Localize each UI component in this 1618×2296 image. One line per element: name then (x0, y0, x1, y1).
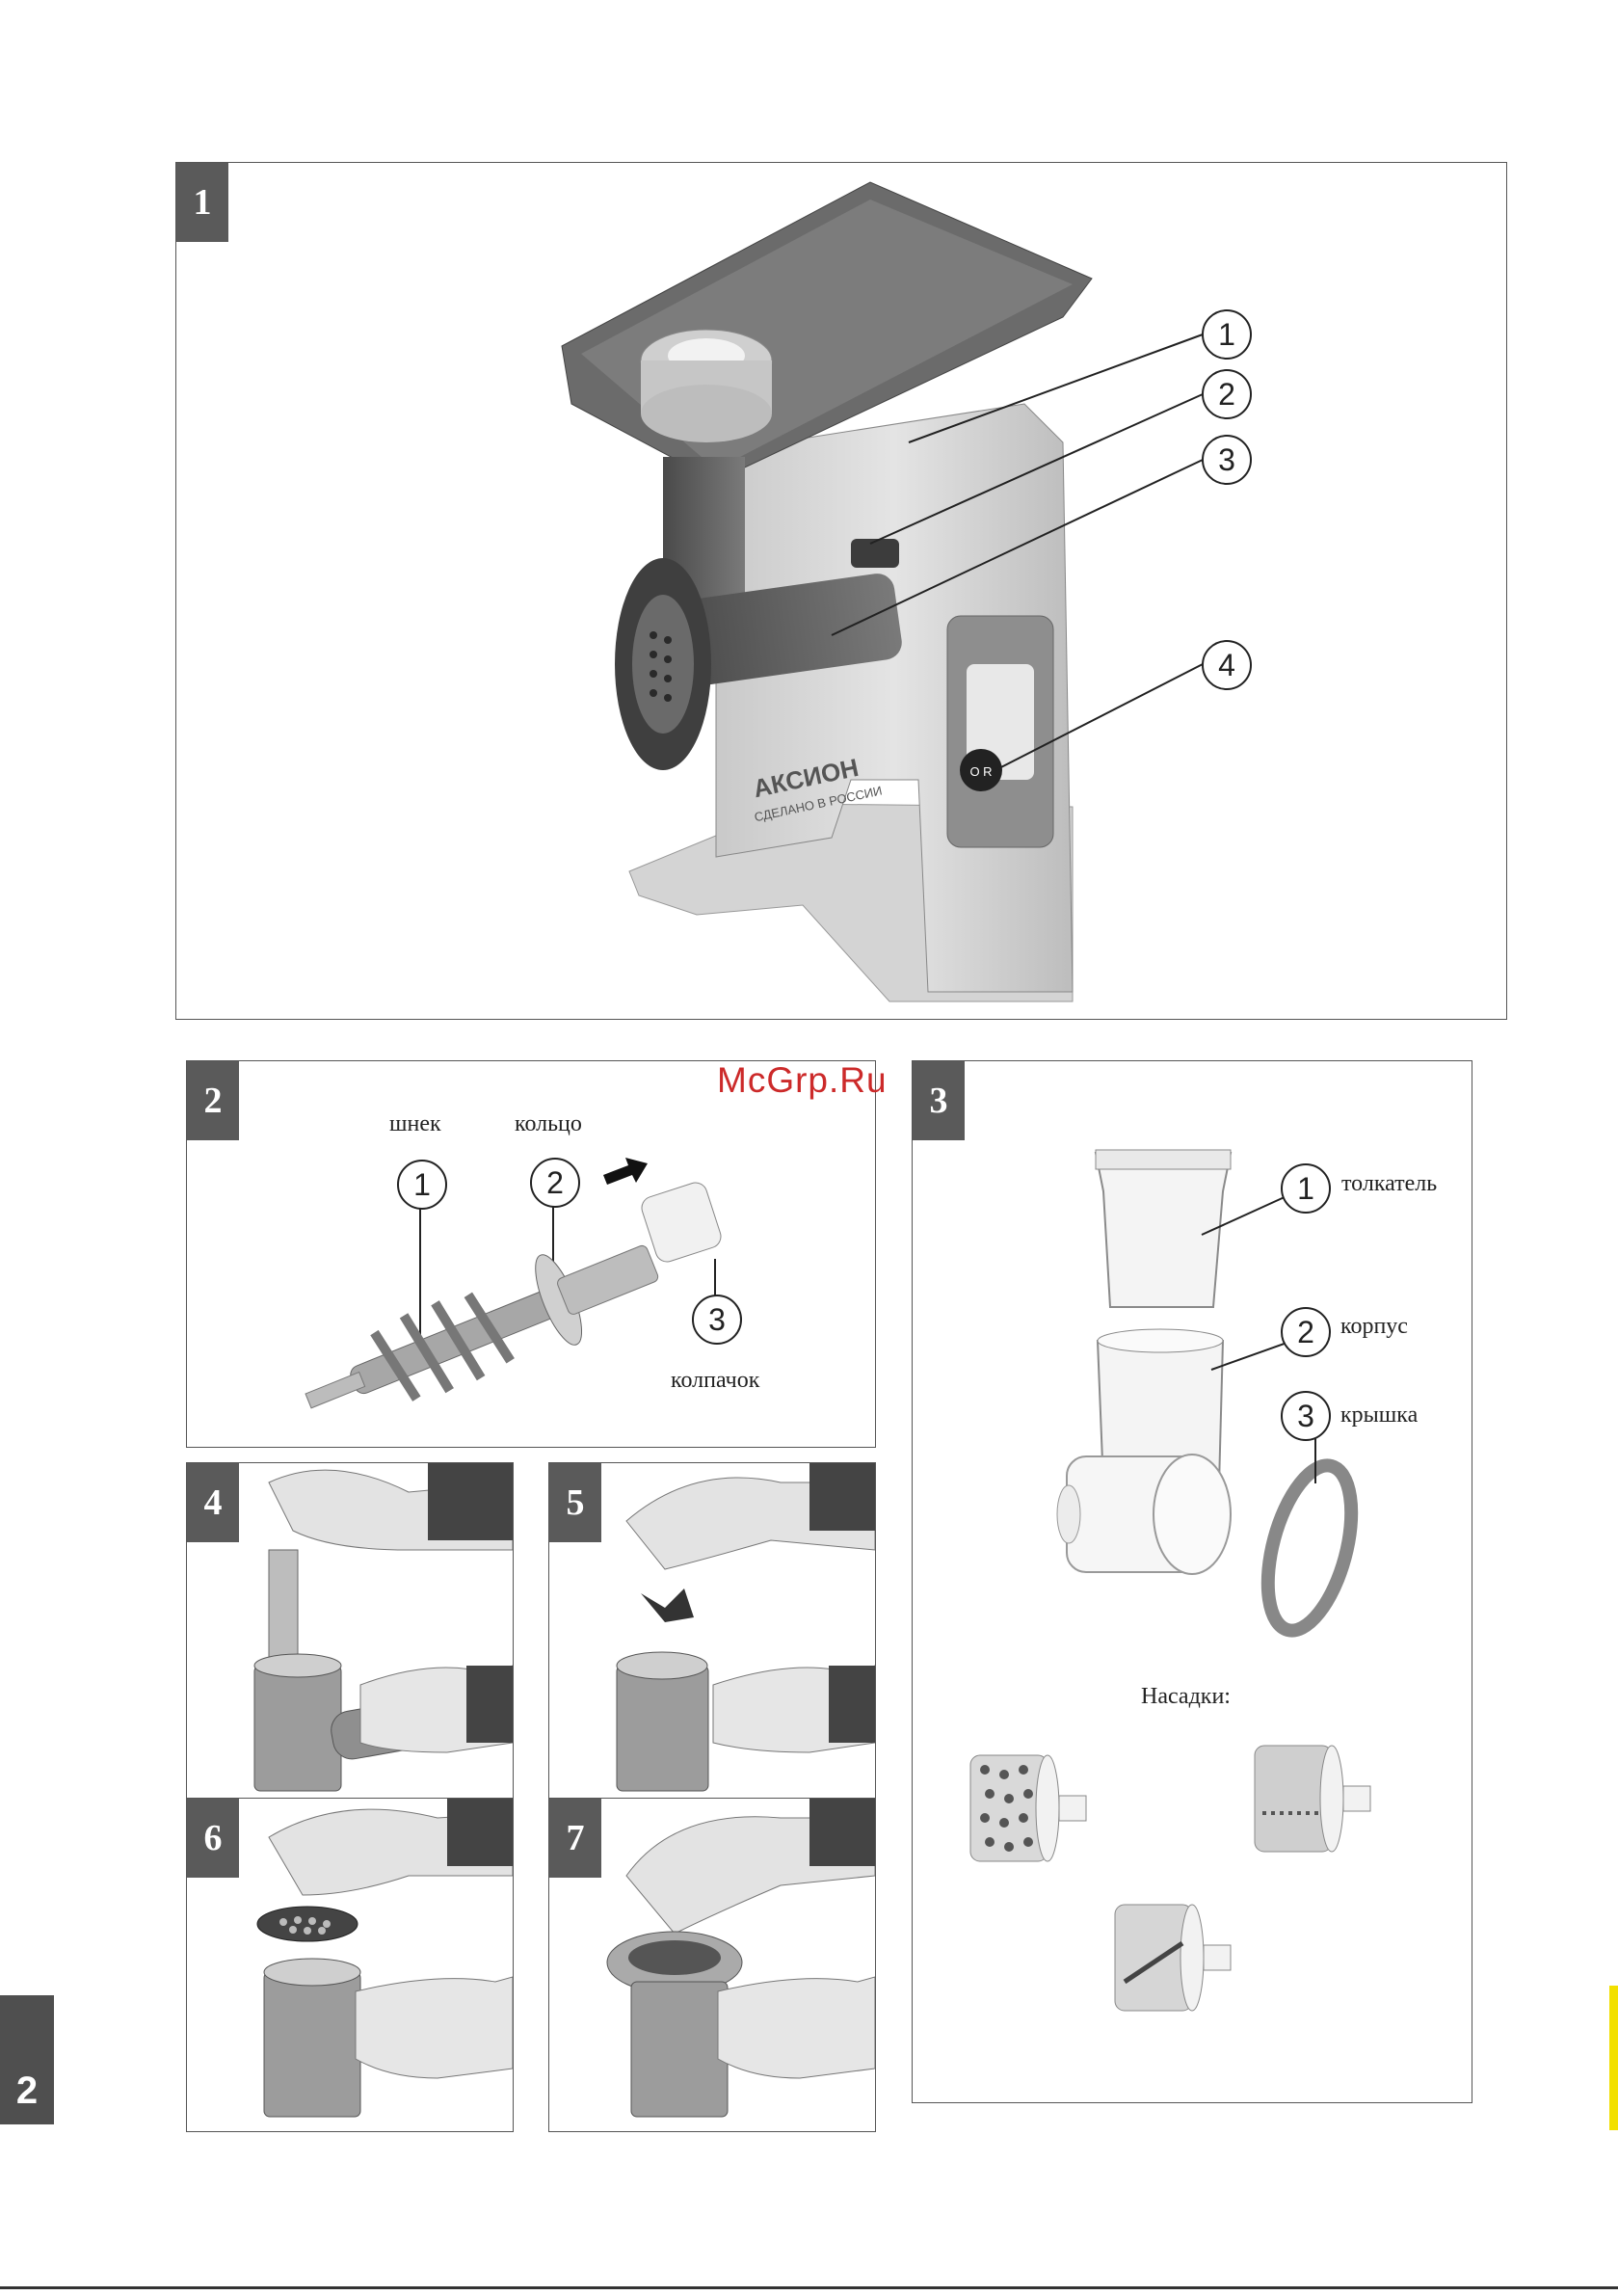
callout-1: 1 (397, 1160, 447, 1210)
bottom-rule (0, 2286, 1618, 2289)
step-number: 6 (187, 1799, 239, 1878)
callout-1: 1 (1281, 1163, 1331, 1214)
figure-number: 3 (913, 1061, 965, 1140)
auger-illustration (187, 1061, 875, 1447)
callout-3: 3 (1202, 435, 1252, 485)
callout-2: 2 (1202, 369, 1252, 419)
callout-3: 3 (692, 1295, 742, 1345)
label-lid: крышка (1340, 1402, 1418, 1428)
figure-2-panel: 2 шнек кольцо колпачок 1 2 3 (186, 1060, 876, 1448)
callout-4: 4 (1202, 640, 1252, 690)
callout-2: 2 (530, 1158, 580, 1208)
figure-1-panel: 1 О R (175, 162, 1507, 1020)
figure-number: 2 (187, 1061, 239, 1140)
callout-3: 3 (1281, 1391, 1331, 1441)
label-pusher: толкатель (1341, 1171, 1437, 1197)
callout-1: 1 (1202, 309, 1252, 360)
page-number: 2 (0, 1995, 54, 2124)
step-number: 5 (549, 1463, 601, 1542)
step-5-panel: 5 (548, 1462, 876, 1802)
step-4-panel: 4 (186, 1462, 514, 1802)
meat-grinder-illustration: О R АКСИОН СДЕЛАНО В РОССИИ (176, 163, 1506, 1019)
step-number: 4 (187, 1463, 239, 1542)
svg-text:О R: О R (969, 764, 992, 779)
edge-tab-marker (1609, 1986, 1618, 2130)
label-body: корпус (1340, 1314, 1408, 1340)
grater-attachment-illustration (913, 1061, 1472, 2102)
figure-number: 1 (176, 163, 228, 242)
callout-2: 2 (1281, 1307, 1331, 1357)
figure-3-panel: 3 (912, 1060, 1472, 2103)
step-7-panel: 7 (548, 1798, 876, 2132)
attachments-title: Насадки: (1141, 1684, 1231, 1710)
step-number: 7 (549, 1799, 601, 1878)
watermark: McGrp.Ru (717, 1060, 888, 1101)
step-6-panel: 6 (186, 1798, 514, 2132)
